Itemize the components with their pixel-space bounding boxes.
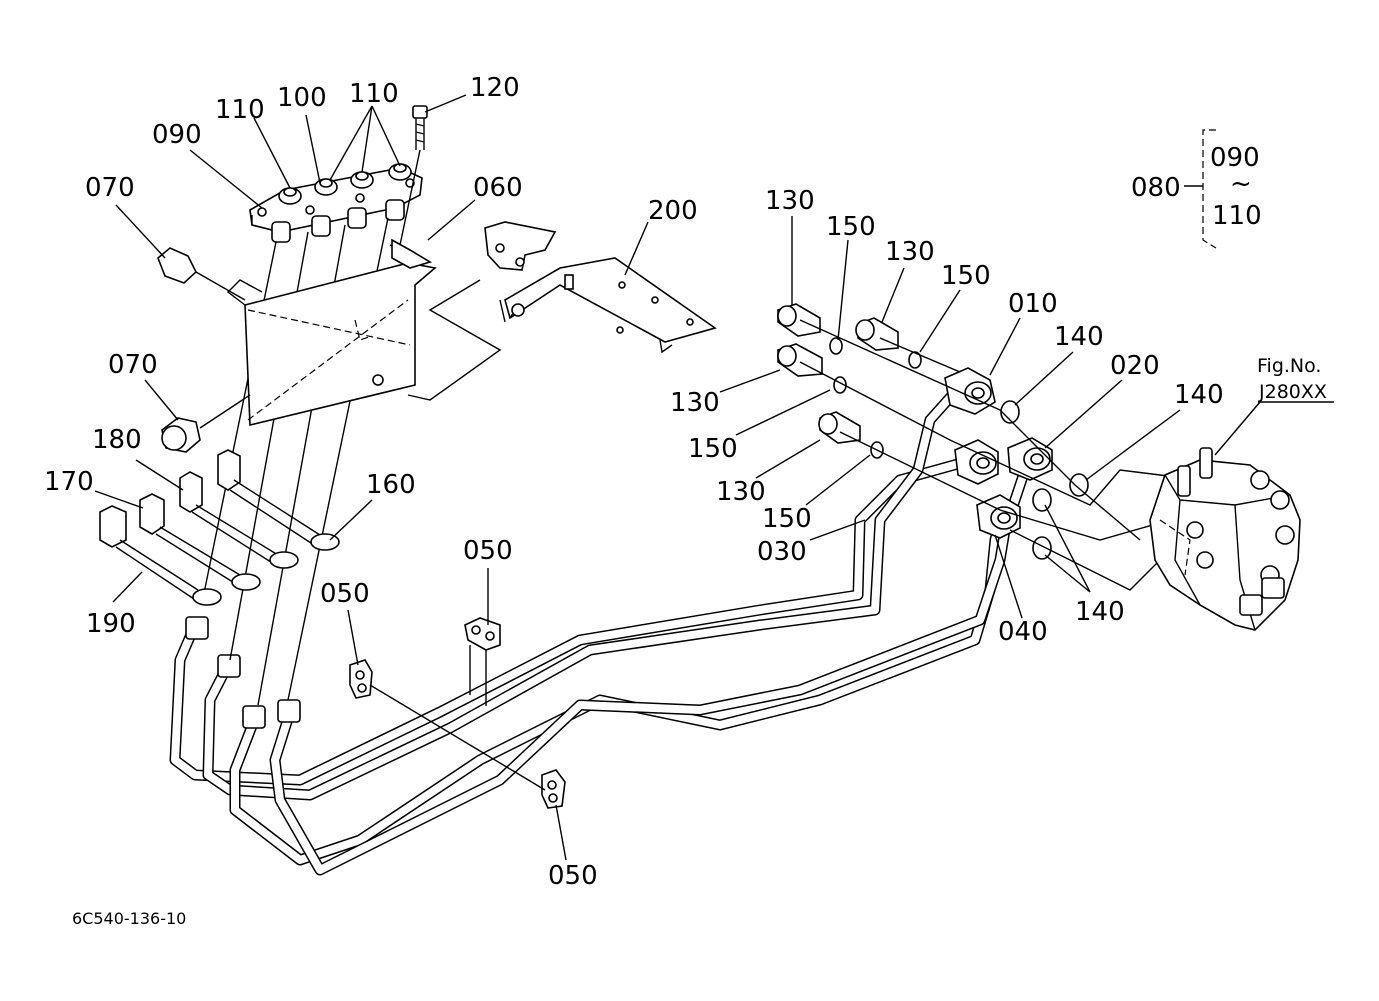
label-group-090: 090 [1210,143,1260,173]
label-020: 020 [1110,351,1160,381]
hydraulic-pipes [169,386,1031,876]
pipe-clamps [349,617,566,809]
label-170: 170 [44,467,94,497]
label-040: 040 [998,617,1048,647]
label-050-b: 050 [320,579,370,609]
label-130-a: 130 [765,186,815,216]
control-valve [1149,447,1301,631]
label-150-c: 150 [688,434,738,464]
label-080: 080 [1131,173,1181,203]
manifold-block [249,163,423,243]
label-180: 180 [92,425,142,455]
label-090: 090 [152,120,202,150]
label-160: 160 [366,470,416,500]
mounting-plate [226,238,502,427]
label-150-d: 150 [762,504,812,534]
label-030: 030 [757,537,807,567]
group-label: 080 090 ~ 110 [1131,143,1262,231]
leader-fig-ref [1214,401,1261,456]
clamp-link-160 [217,449,340,551]
clamp-link-190 [99,505,222,606]
pipe-end-fittings [185,616,301,729]
banjo-bolts [777,303,899,444]
label-140-c: 140 [1075,597,1125,627]
washers [829,337,922,459]
support-bracket [484,221,717,354]
elbow-fitting-upper [157,247,246,301]
label-070-b: 070 [108,350,158,380]
label-140-a: 140 [1054,322,1104,352]
label-190: 190 [86,609,136,639]
label-070-a: 070 [85,173,135,203]
label-110-a: 110 [215,95,265,125]
clamp-link-180 [179,471,299,569]
label-group-tilde: ~ [1230,169,1252,199]
label-050-c: 050 [548,861,598,891]
label-150-a: 150 [826,212,876,242]
drawing-code: 6C540-136-10 [72,909,186,928]
fig-ref-number: J280XX [1258,381,1327,403]
label-110-b: 110 [349,79,399,109]
clamp-link-170 [139,493,261,591]
eye-fittings [944,367,1053,539]
label-150-b: 150 [941,261,991,291]
leader-lines [94,94,1181,861]
label-130-c: 130 [670,388,720,418]
group-bracket-080 [1184,129,1217,249]
label-010: 010 [1008,289,1058,319]
fig-ref-title: Fig.No. [1257,355,1321,377]
label-050-a: 050 [463,536,513,566]
figure-reference: Fig.No. J280XX [1257,355,1334,403]
label-200: 200 [648,196,698,226]
label-120: 120 [470,73,520,103]
label-060: 060 [473,173,523,203]
part-labels: 120 110 100 110 090 070 060 200 070 180 … [44,73,1224,891]
label-100: 100 [277,83,327,113]
explode-lines-right [799,319,1201,591]
label-130-b: 130 [885,237,935,267]
elbow-fitting-lower [161,394,251,453]
label-130-d: 130 [716,477,766,507]
label-140-b: 140 [1174,380,1224,410]
label-group-110: 110 [1212,201,1262,231]
o-rings [1000,400,1089,560]
bolt-120 [412,105,428,150]
